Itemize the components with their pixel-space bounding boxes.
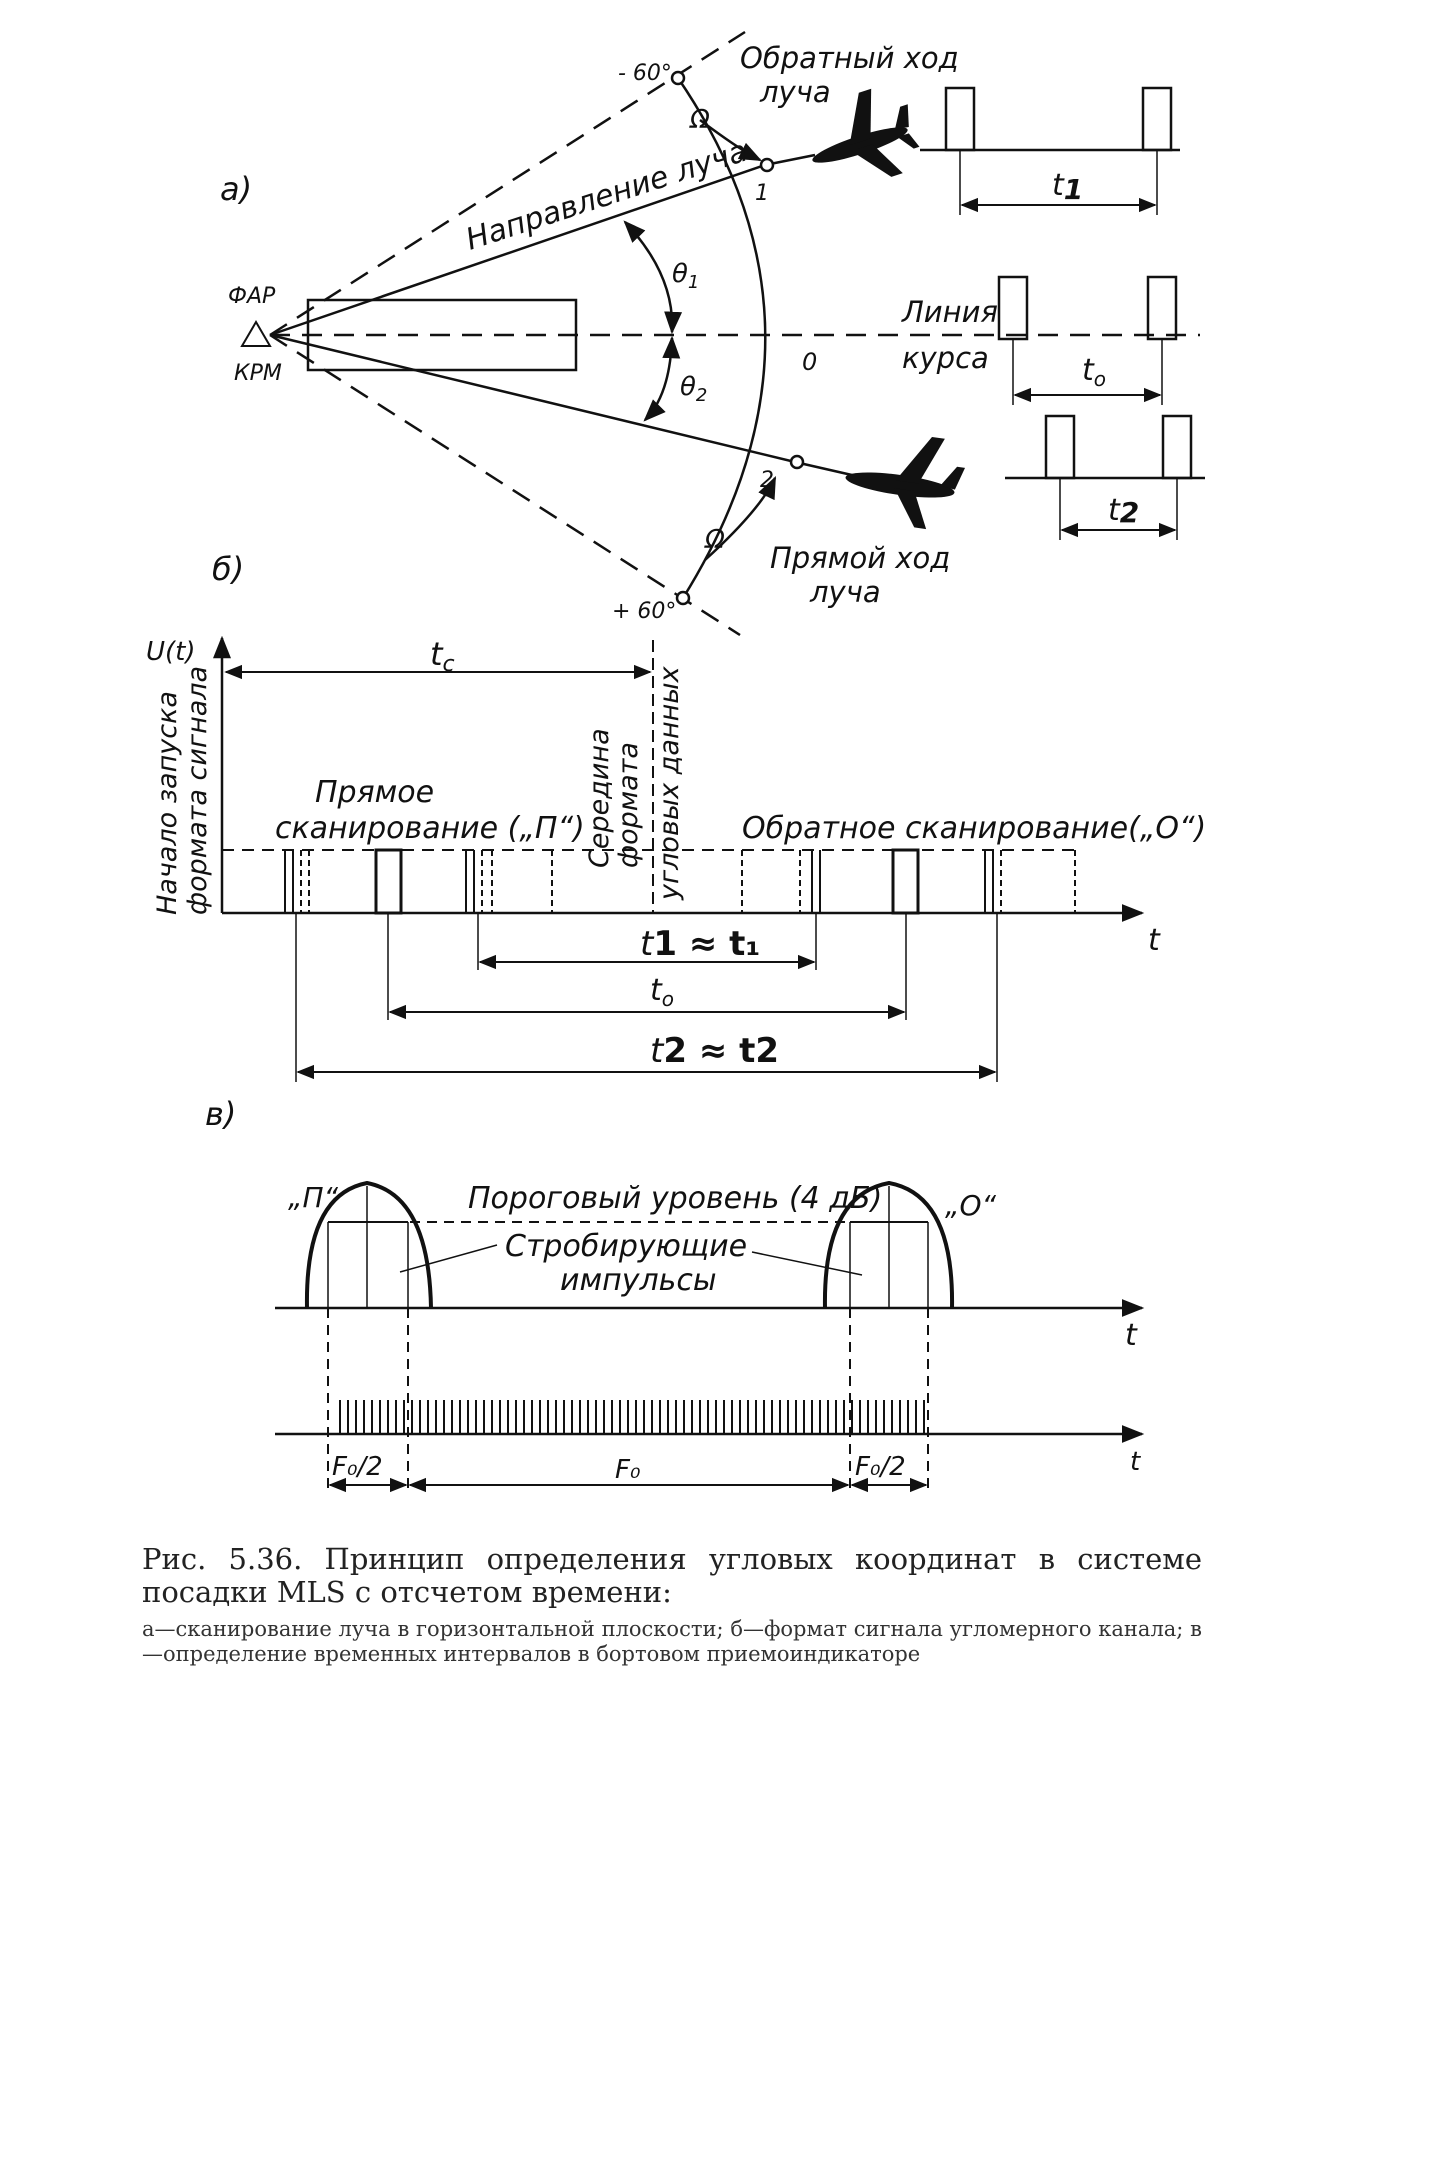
theta1-label: θ1 (672, 259, 699, 293)
t2-eq-label: t2 ≈ t2 (650, 1031, 779, 1071)
pulse1-t1-label: t1 (1052, 168, 1083, 206)
theta2-arc (643, 335, 681, 422)
point0-label: 0 (802, 348, 817, 376)
theta1-arc (623, 220, 683, 335)
strobe-label-1: Стробирующие (505, 1229, 747, 1264)
beam-ray-2 (269, 333, 796, 464)
coverage-boundary-lower (269, 333, 741, 637)
course-line-label-2: курса (902, 341, 989, 375)
c-t-axis-1-label: t (1125, 1318, 1138, 1353)
panel-c: в) t „П“ „О“ Пороговый уровень (4 дБ) Ст… (205, 1095, 1145, 1495)
point-2 (789, 454, 805, 470)
aircraft-2-icon (845, 436, 966, 530)
panel-a-label: а) (220, 170, 252, 208)
plus60-label: + 60° (612, 599, 676, 624)
middle-label-1: Середина (584, 728, 615, 868)
scan-arc (676, 77, 767, 599)
strobe-label-2: импульсы (560, 1263, 717, 1298)
f0-label: F₀ (615, 1455, 641, 1485)
forward-beam-label-1: Прямой ход (770, 541, 950, 575)
point-1 (759, 157, 775, 173)
pulse-diagram-1: t1 (920, 86, 1180, 215)
arc-arrow-reverse (699, 118, 763, 162)
forward-beam-label-2: луча (809, 575, 881, 609)
reverse-beam-label-1: Обратный ход (740, 41, 959, 75)
figure-caption-title: Рис. 5.36. Принцип определения угловых к… (142, 1542, 1202, 1609)
point2-label: 2 (760, 468, 774, 493)
panel-b: б) U(t) t tc Начало запуска формата сигн… (146, 550, 1206, 1082)
t0-label: to (650, 973, 674, 1011)
envelope-o (822, 1180, 955, 1309)
krm-label: КРМ (234, 361, 282, 386)
panel-a: а) ФАР КРМ - 60° + 60° Обратный ход луча (220, 30, 1205, 637)
point1-label: 1 (755, 181, 769, 206)
start-label-2: формата сигнала (182, 666, 213, 915)
beam-ray-1 (269, 163, 766, 337)
theta2-label: θ2 (680, 372, 707, 406)
beam-direction-label: Направление луча (462, 134, 752, 258)
u-axis-label: U(t) (146, 637, 196, 667)
far-label: ФАР (228, 284, 276, 309)
reverse-beam-label-2: луча (759, 75, 831, 109)
t-axis-label: t (1148, 923, 1161, 958)
panel-b-label: б) (212, 550, 244, 588)
middle-label-2: формата (613, 742, 644, 868)
f02-left-label: F₀/2 (332, 1452, 383, 1482)
f02-right-label: F₀/2 (855, 1452, 906, 1482)
omega-label-top: Ω (689, 105, 710, 135)
panel-c-label: в) (205, 1095, 236, 1133)
forward-pulses (284, 848, 553, 915)
o-label: „О“ (945, 1189, 997, 1222)
runway-rect (306, 298, 578, 372)
minus60-label: - 60° (618, 61, 672, 86)
middle-label-3: угловых данных (654, 665, 685, 901)
pulse0-t0-label: to (1082, 353, 1106, 391)
threshold-label: Пороговый уровень (4 дБ) (468, 1181, 882, 1216)
pulse2-t2-label: t2 (1108, 493, 1139, 529)
reverse-pulses (741, 848, 1076, 915)
figure-caption-subtitle: а—сканирование луча в горизонтальной пло… (142, 1617, 1202, 1666)
c-t-axis-2-label: t (1130, 1447, 1141, 1477)
course-line-label-1: Линия (901, 295, 998, 329)
strobe-pointer-right (751, 1251, 863, 1276)
forward-scan-label-1: Прямое (315, 775, 434, 810)
pulse-diagram-2: t2 (1005, 414, 1205, 540)
strobe-pointer-left (399, 1244, 498, 1273)
forward-scan-label-2: сканирование („П“) (275, 811, 585, 846)
clock-pulses (339, 1400, 925, 1434)
pulse-diagram-0: to (997, 275, 1178, 405)
reverse-scan-label: Обратное сканирование(„О“) (742, 811, 1206, 846)
envelope-p (304, 1180, 433, 1309)
omega-label-bottom: Ω (704, 525, 725, 555)
p-label: „П“ (288, 1181, 339, 1214)
t1-eq-label: t1 ≈ t₁ (640, 924, 760, 964)
tc-label: tc (430, 635, 455, 677)
antenna-triangle (240, 320, 272, 347)
point-minus60 (670, 70, 686, 86)
point-plus60 (675, 590, 691, 606)
start-label-1: Начало запуска (152, 691, 183, 915)
arc-arrow-forward (704, 475, 777, 561)
aircraft-1-icon (812, 88, 920, 177)
